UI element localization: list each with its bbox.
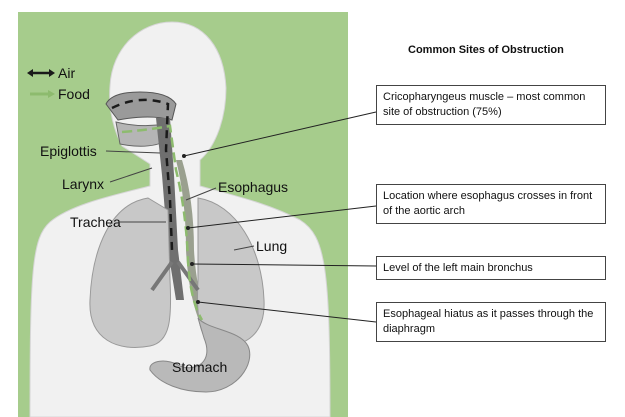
epiglottis-leader <box>105 150 161 154</box>
callout-4-text: Esophageal hiatus as it passes through t… <box>383 308 594 335</box>
callout-3-text: Level of the left main bronchus <box>383 262 533 274</box>
callout-3-connector <box>191 263 377 267</box>
legend-food-label: Food <box>58 86 90 102</box>
callouts-title: Common Sites of Obstruction <box>408 44 564 56</box>
food-path <box>121 124 204 321</box>
callout-4-connector <box>197 301 377 323</box>
lung-leader <box>233 245 255 251</box>
callout-box-2: Location where esophagus crosses in fron… <box>376 184 606 224</box>
callout-1-text: Cricopharyngeus muscle – most common sit… <box>383 91 586 118</box>
label-larynx: Larynx <box>62 176 105 192</box>
pharynx <box>156 118 184 300</box>
label-lung: Lung <box>256 238 288 254</box>
callout-box-3: Level of the left main bronchus <box>376 256 606 280</box>
stomach <box>149 317 251 393</box>
legend-air-label: Air <box>58 65 76 81</box>
site-marker-3 <box>190 262 194 266</box>
food-arrow-icon <box>30 90 55 98</box>
air-arrow-icon <box>27 69 55 77</box>
left-lung <box>89 197 172 348</box>
site-marker-2 <box>186 226 190 230</box>
label-trachea: Trachea <box>70 214 121 230</box>
label-esophagus: Esophagus <box>218 179 289 195</box>
esophagus-tube <box>176 160 208 318</box>
bronchi <box>150 260 200 292</box>
callout-2-connector <box>187 205 377 229</box>
callout-2-text: Location where esophagus crosses in fron… <box>383 190 593 217</box>
larynx-leader <box>109 167 153 183</box>
callout-box-1: Cricopharyngeus muscle – most common sit… <box>376 85 606 125</box>
label-epiglottis: Epiglottis <box>40 143 97 159</box>
site-marker-4 <box>196 300 200 304</box>
callout-box-4: Esophageal hiatus as it passes through t… <box>376 302 606 342</box>
site-marker-1 <box>182 154 186 158</box>
nasal-cavity <box>105 91 177 121</box>
esophagus-leader <box>185 187 217 201</box>
label-stomach: Stomach <box>172 359 228 375</box>
callout-1-connector <box>183 111 377 157</box>
